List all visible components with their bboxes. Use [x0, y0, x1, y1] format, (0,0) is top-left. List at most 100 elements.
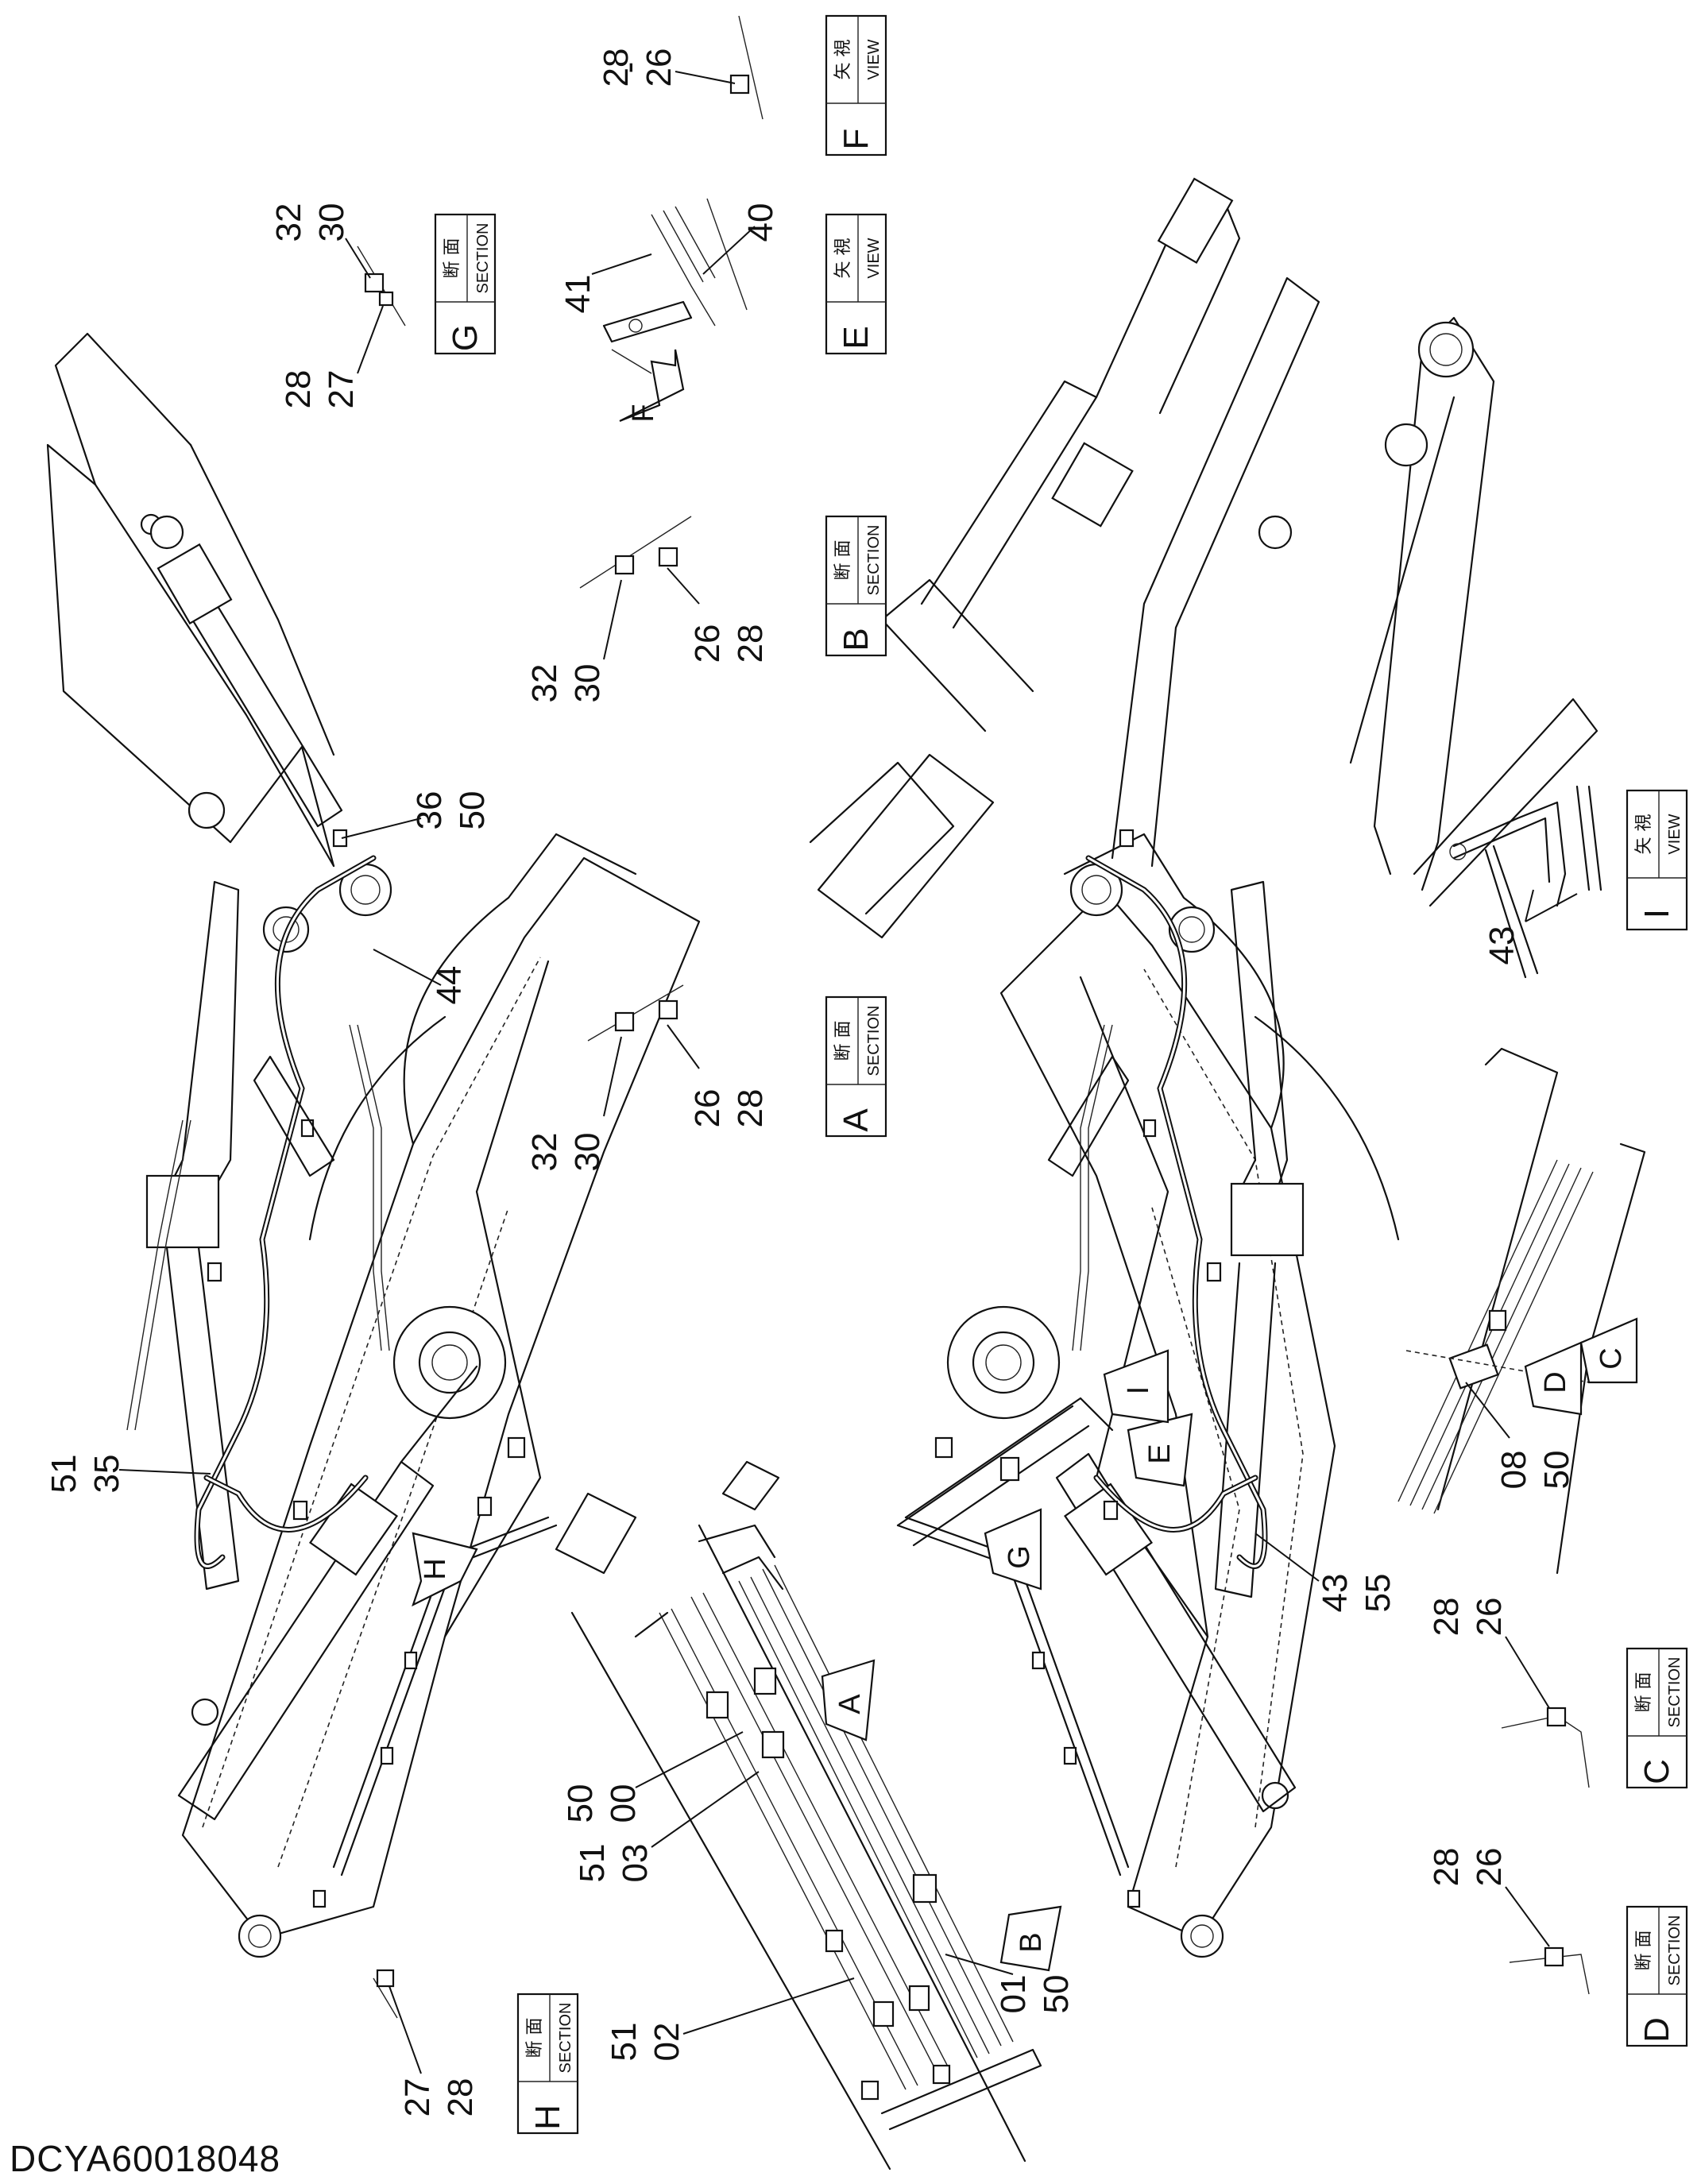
- callout-43: 43: [1483, 926, 1521, 965]
- center-pipe-detail: [555, 1460, 1042, 2170]
- section-box-d: 断 面 SECTION D: [1626, 1905, 1688, 2047]
- view-arrow-label: C: [1595, 1347, 1628, 1369]
- svg-text:26: 26: [1470, 1598, 1509, 1637]
- callout-26-28-b: 26 28: [688, 624, 770, 663]
- view-letter: E: [837, 326, 876, 349]
- section-letter: A: [837, 1108, 876, 1132]
- callout-51-35: 51 35: [44, 1455, 126, 1494]
- view-arrow-c: C: [1579, 1317, 1638, 1384]
- svg-text:43: 43: [1316, 1574, 1355, 1613]
- callout-32-30-b: 32 30: [525, 664, 607, 703]
- section-box-g: 断 面 SECTION G: [434, 213, 497, 355]
- callout-40: 40: [741, 203, 780, 242]
- callout-51-02: 51 02: [605, 2023, 686, 2062]
- callout-01-50: 01 50: [994, 1975, 1076, 2014]
- svg-text:28: 28: [731, 624, 770, 663]
- section-letter: H: [528, 2105, 567, 2130]
- view-box-f: 矢 視 VIEW F: [825, 14, 887, 157]
- view-label-en: VIEW: [865, 39, 883, 79]
- section-label-jp: 断 面: [833, 1021, 853, 1061]
- section-box-c: 断 面 SECTION C: [1626, 1647, 1688, 1789]
- callout-32-30-g: 32 30: [269, 203, 351, 242]
- svg-text:27: 27: [398, 2078, 437, 2117]
- svg-text:50: 50: [1037, 1975, 1076, 2014]
- svg-text:28: 28: [1427, 1598, 1466, 1637]
- section-label-en: SECTION: [557, 2003, 574, 2074]
- svg-text:32: 32: [269, 203, 308, 242]
- svg-text:55: 55: [1359, 1574, 1398, 1613]
- section-label-en: SECTION: [1666, 1915, 1684, 1986]
- callout-43-55: 43 55: [1316, 1574, 1398, 1613]
- view-arrow-label: I: [1122, 1386, 1155, 1395]
- view-arrows: F H A B G E I D: [412, 349, 1638, 1972]
- svg-text:02: 02: [648, 2023, 686, 2062]
- view-arrow-label: B: [1015, 1932, 1048, 1952]
- view-arrow-g: G: [984, 1508, 1042, 1591]
- svg-text:30: 30: [568, 664, 607, 703]
- view-arrow-f: F: [619, 349, 685, 423]
- document-id: DCYA60018048: [10, 2138, 281, 2179]
- svg-text:26: 26: [688, 624, 727, 663]
- svg-text:28: 28: [441, 2078, 480, 2117]
- view-label-jp: 矢 視: [833, 40, 853, 80]
- view-i-detail: [1449, 785, 1602, 979]
- callout-28-26-f: 28 - 26: [597, 48, 678, 87]
- svg-text:51: 51: [573, 1844, 612, 1883]
- view-arrow-label: D: [1539, 1371, 1572, 1393]
- callout-26-28-a: 26 28: [688, 1089, 770, 1128]
- svg-text:51: 51: [44, 1455, 83, 1494]
- section-label-en: SECTION: [1666, 1657, 1684, 1728]
- section-sketches: [357, 15, 1590, 2019]
- svg-text:28: 28: [731, 1089, 770, 1128]
- svg-text:35: 35: [87, 1455, 126, 1494]
- svg-text:32: 32: [525, 664, 564, 703]
- section-box-h: 断 面 SECTION H: [516, 1993, 579, 2135]
- svg-text:26: 26: [1470, 1848, 1509, 1887]
- view-arrow-a: A: [821, 1659, 876, 1741]
- svg-text:00: 00: [604, 1784, 643, 1823]
- svg-text:26: 26: [688, 1089, 727, 1128]
- svg-text:30: 30: [568, 1133, 607, 1172]
- svg-text:51: 51: [605, 2023, 644, 2062]
- view-arrow-label: A: [833, 1694, 867, 1714]
- svg-text:30: 30: [312, 203, 351, 242]
- callout-44: 44: [430, 966, 469, 1005]
- svg-text:28: 28: [597, 48, 636, 87]
- svg-text:27: 27: [322, 370, 361, 409]
- svg-text:08: 08: [1494, 1451, 1533, 1490]
- view-arrow-h: H: [412, 1532, 478, 1607]
- view-label-en: VIEW: [865, 238, 883, 278]
- view-arrow-b: B: [999, 1905, 1062, 1972]
- callout-36-50: 36 50: [410, 791, 492, 830]
- view-label-en: VIEW: [1666, 814, 1684, 854]
- svg-text:26: 26: [640, 48, 678, 87]
- svg-text:50: 50: [453, 791, 492, 830]
- section-label-jp: 断 面: [443, 238, 462, 279]
- callout-28-26-d: 28 26: [1427, 1848, 1509, 1887]
- callouts: 28 - 26 32 30 28 27 41 40 32 30 26: [44, 48, 1578, 2117]
- callout-08-50: 08 50: [1494, 1451, 1576, 1490]
- section-label-jp: 断 面: [1634, 1931, 1654, 1971]
- view-arrow-label: F: [627, 404, 660, 422]
- svg-text:50: 50: [1537, 1451, 1576, 1490]
- view-box-i: 矢 視 VIEW I: [1626, 789, 1688, 931]
- view-arrow-e: E: [1127, 1413, 1193, 1487]
- view-e-detail: [602, 198, 748, 374]
- view-arrow-d: D: [1524, 1341, 1583, 1416]
- section-box-a: 断 面 SECTION A: [825, 995, 887, 1138]
- callout-51-03: 51 03: [573, 1844, 655, 1883]
- section-letter: C: [1637, 1759, 1676, 1784]
- section-label-en: SECTION: [865, 1006, 883, 1077]
- callout-27-28-h: 27 28: [398, 2078, 480, 2117]
- view-arrow-i: I: [1103, 1349, 1169, 1424]
- callout-28-26-c: 28 26: [1427, 1598, 1509, 1637]
- view-label-jp: 矢 視: [833, 238, 853, 279]
- svg-text:28: 28: [279, 370, 318, 409]
- svg-text:32: 32: [525, 1133, 564, 1172]
- callout-41: 41: [559, 275, 597, 314]
- callout-28-27-g: 28 27: [279, 370, 361, 409]
- callout-50-00: 50 00: [561, 1784, 643, 1823]
- section-label-jp: 断 面: [833, 540, 853, 581]
- svg-text:03: 03: [616, 1844, 655, 1883]
